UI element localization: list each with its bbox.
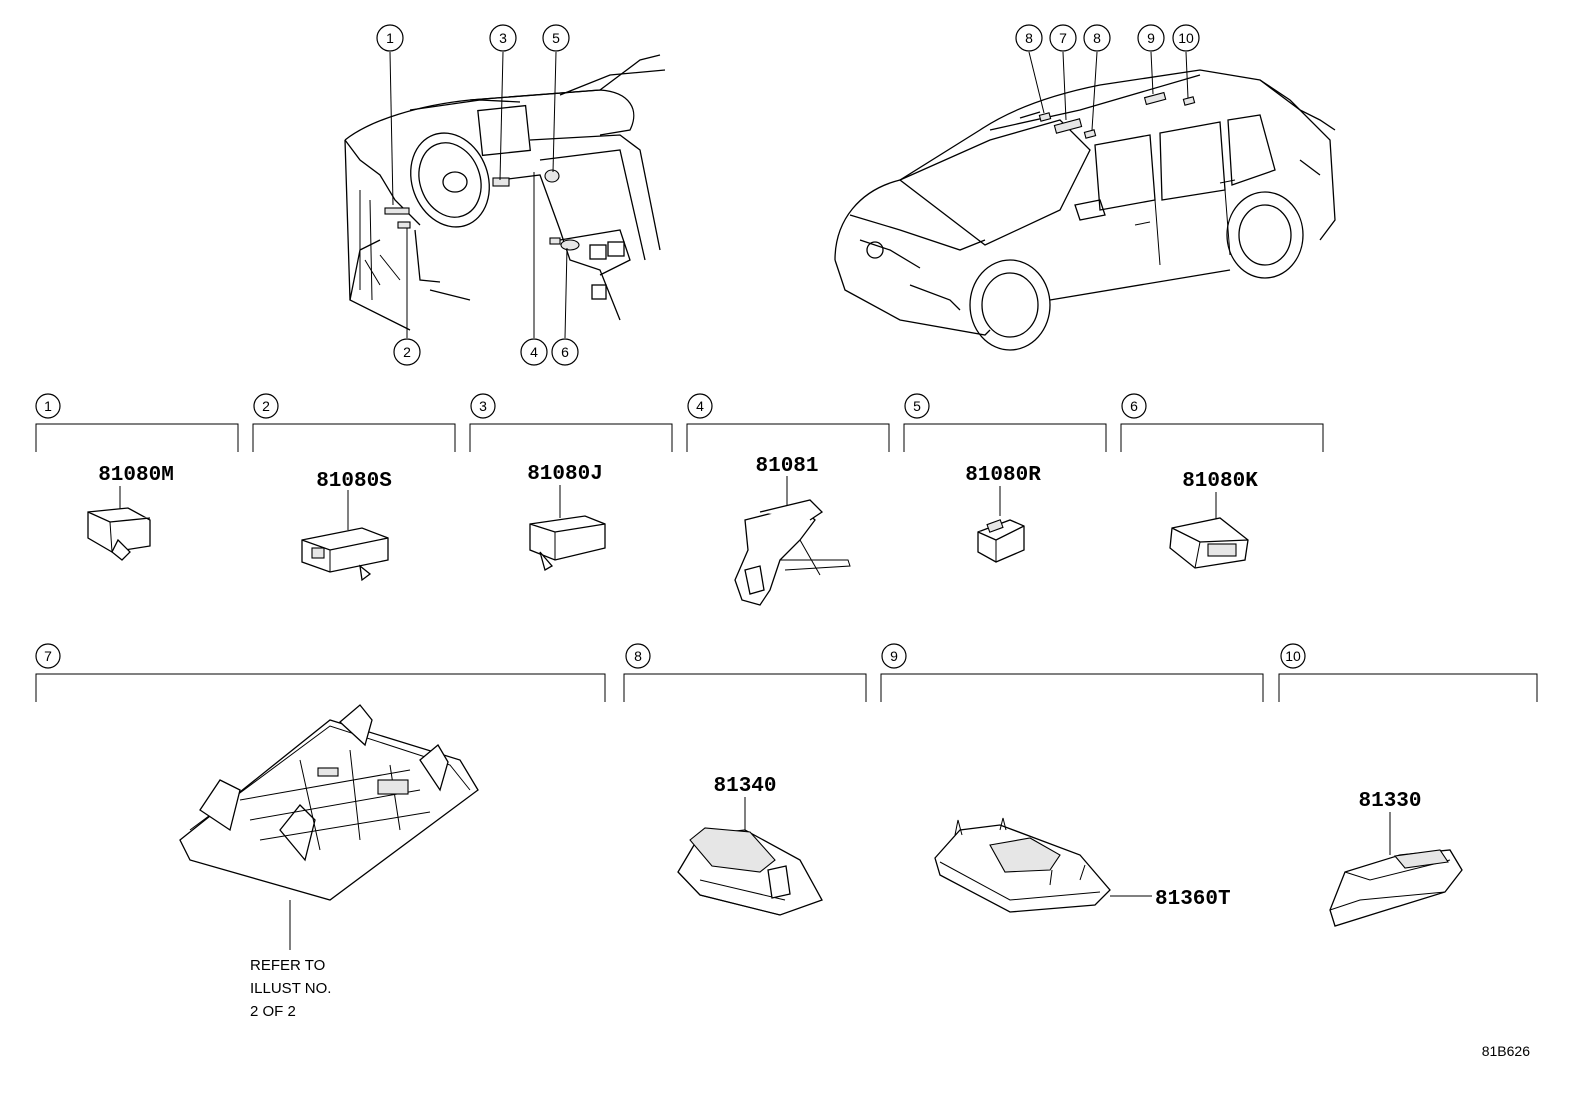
exterior-callout-8b: 8	[1093, 30, 1101, 46]
group-ref-7: 7	[44, 648, 52, 664]
group-ref-2: 2	[262, 398, 270, 414]
interior-callout-4: 4	[530, 344, 538, 360]
group-ref-5: 5	[913, 398, 921, 414]
group-brackets-row1: 1 2 3 4 5 6	[35, 393, 1324, 452]
switch-81081-drawing	[734, 476, 851, 606]
switch-81080S-drawing	[301, 490, 389, 582]
interior-callouts: 1 2 3 4 5 6	[376, 24, 579, 366]
part-number-81080K[interactable]: 81080K	[1182, 470, 1258, 493]
interior-callout-2: 2	[403, 344, 411, 360]
exterior-callout-9: 9	[1147, 30, 1155, 46]
refer-note-line3: 2 OF 2	[250, 1003, 296, 1020]
exterior-callout-8a: 8	[1025, 30, 1033, 46]
part-number-81080R[interactable]: 81080R	[965, 464, 1041, 487]
switch-81080J-drawing	[529, 485, 606, 571]
exterior-suv-illustration	[834, 51, 1336, 351]
group-ref-6: 6	[1130, 398, 1138, 414]
exterior-callout-7: 7	[1059, 30, 1067, 46]
part-number-81080S[interactable]: 81080S	[316, 470, 392, 493]
group-ref-4: 4	[696, 398, 704, 414]
overhead-console-drawing	[179, 704, 479, 950]
switch-81080R-drawing	[977, 486, 1025, 563]
switch-81080M-drawing	[87, 486, 151, 561]
part-number-81340[interactable]: 81340	[713, 775, 776, 798]
map-lamp-81360T-drawing	[934, 817, 1152, 913]
room-lamp-81340-drawing	[677, 797, 823, 916]
group-ref-3: 3	[479, 398, 487, 414]
part-number-81081[interactable]: 81081	[755, 455, 818, 478]
exterior-callout-10: 10	[1178, 30, 1194, 46]
part-number-81360T[interactable]: 81360T	[1155, 888, 1231, 911]
group-ref-10: 10	[1285, 648, 1301, 664]
interior-dashboard-illustration	[344, 51, 666, 339]
refer-note-line1: REFER TO	[250, 957, 325, 974]
illustration-code: 81B626	[1482, 1043, 1530, 1059]
refer-note-line2: ILLUST NO.	[250, 980, 331, 997]
interior-callout-1: 1	[386, 30, 394, 46]
part-number-81330[interactable]: 81330	[1358, 790, 1421, 813]
interior-callout-5: 5	[552, 30, 560, 46]
part-number-81080J[interactable]: 81080J	[527, 463, 603, 486]
part-number-81080M[interactable]: 81080M	[98, 464, 174, 487]
interior-callout-3: 3	[499, 30, 507, 46]
group-ref-1: 1	[44, 398, 52, 414]
switch-81080K-drawing	[1169, 492, 1249, 569]
interior-callout-6: 6	[561, 344, 569, 360]
exterior-callouts: 8 7 8 9 10	[1015, 24, 1200, 52]
group-brackets-row2: 7 8 9 10	[35, 643, 1538, 702]
group-ref-8: 8	[634, 648, 642, 664]
lamp-81330-drawing	[1329, 812, 1463, 927]
group-ref-9: 9	[890, 648, 898, 664]
